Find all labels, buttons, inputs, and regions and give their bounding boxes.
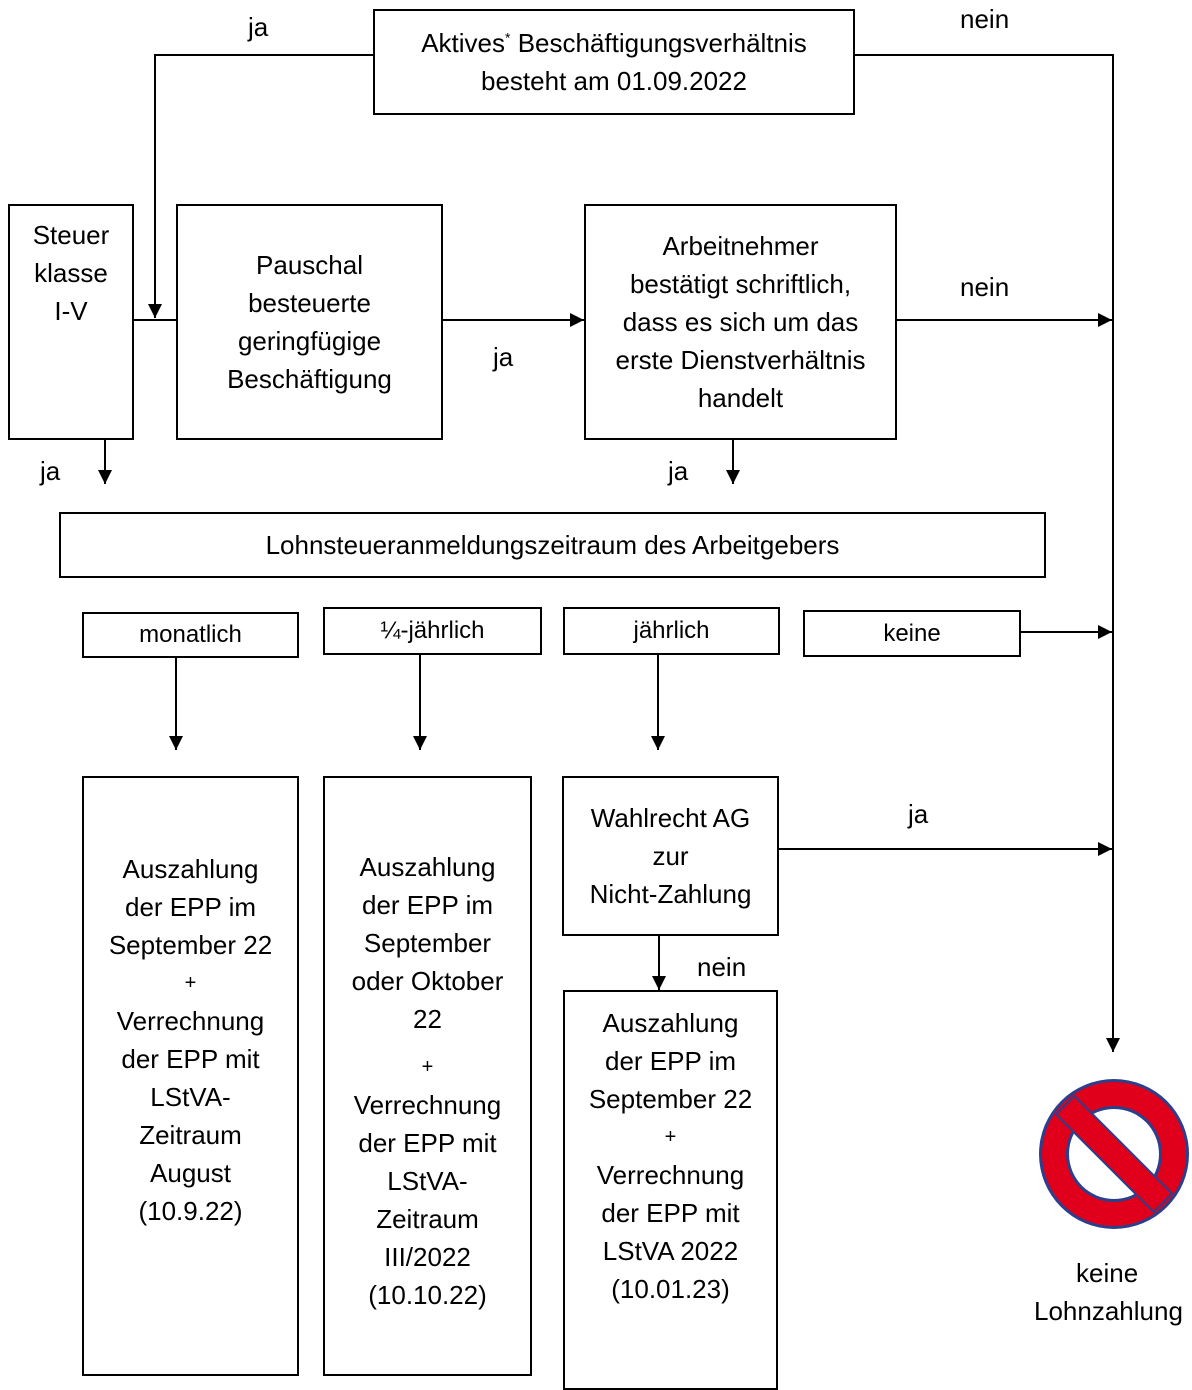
lohnsteuer-label: Lohnsteueranmeldungszeitraum des Arbeitg… — [265, 530, 840, 560]
period-quartal-label: ¼-jährlich — [380, 617, 485, 644]
quartal-result-line: (10.10.22) — [368, 1280, 487, 1310]
prohibition-icon — [1039, 1079, 1189, 1229]
steuerklasse-line: Steuer — [32, 220, 110, 250]
period-jaehrlich-label: jährlich — [633, 617, 710, 644]
steuerklasse-line: klasse — [34, 258, 108, 288]
wahlrecht-line: Nicht-Zahlung — [589, 879, 752, 909]
jaehrlich-result-line: + — [664, 1126, 677, 1148]
edge-label-nein-wahlrecht: nein — [697, 952, 747, 982]
bestaetigung-line: Arbeitnehmer — [662, 231, 819, 261]
edge-label-ja-top: ja — [248, 12, 269, 42]
lohnsteuer-box: Lohnsteueranmeldungszeitraum des Arbeitg… — [59, 512, 1046, 578]
pauschal-line: besteuerte — [248, 288, 371, 318]
quartal-result-line: LStVA- — [387, 1166, 468, 1196]
wahlrecht-box: Wahlrecht AG zur Nicht-Zahlung — [562, 776, 779, 936]
quartal-result-line: Auszahlung — [359, 852, 496, 882]
monatlich-result-line: Verrechnung — [116, 1006, 265, 1036]
wahlrecht-line: zur — [652, 841, 689, 871]
period-quartal-box: ¼-jährlich — [323, 607, 542, 655]
connector-start-ja — [148, 54, 373, 318]
edge-label-ja-left: ja — [40, 456, 61, 486]
start-box-line1: Aktives* Beschäftigungsverhältnis — [421, 28, 807, 58]
pauschal-line: Pauschal — [256, 250, 363, 280]
connector-start-nein — [855, 54, 1120, 1052]
monatlich-result-line: der EPP im — [124, 892, 256, 922]
edge-label-nein-top: nein — [960, 4, 1010, 34]
monatlich-result-line: LStVA- — [150, 1082, 231, 1112]
monatlich-result-line: + — [184, 972, 197, 994]
quartal-result-box: Auszahlung der EPP im September oder Okt… — [323, 776, 532, 1376]
end-label-line2: Lohnzahlung — [1034, 1296, 1183, 1326]
jaehrlich-result-box: Auszahlung der EPP im September 22 + Ver… — [563, 990, 778, 1390]
start-box-line2: besteht am 01.09.2022 — [481, 66, 747, 96]
jaehrlich-result-line: LStVA 2022 — [602, 1236, 739, 1266]
edge-label-nein-middle: nein — [960, 272, 1010, 302]
connector-layer — [98, 54, 1120, 1052]
pauschal-line: Beschäftigung — [227, 364, 392, 394]
edge-label-ja-right: ja — [668, 456, 689, 486]
jaehrlich-result-line: Verrechnung — [596, 1160, 745, 1190]
jaehrlich-result-line: der EPP mit — [601, 1198, 740, 1228]
pauschal-line: geringfügige — [237, 326, 382, 356]
end-label-line1: keine — [1076, 1258, 1139, 1288]
pauschal-box: Pauschal besteuerte geringfügige Beschäf… — [176, 204, 443, 440]
bestaetigung-line: bestätigt schriftlich, — [629, 269, 852, 299]
quartal-result-line: der EPP im — [361, 890, 493, 920]
edge-label-ja-wahlrecht: ja — [908, 799, 929, 829]
bestaetigung-box: Arbeitnehmer bestätigt schriftlich, dass… — [584, 204, 897, 440]
quartal-result-line: + — [421, 1056, 434, 1078]
jaehrlich-result-line: der EPP im — [604, 1046, 736, 1076]
quartal-result-line: Zeitraum — [376, 1204, 479, 1234]
quartal-result-line: der EPP mit — [358, 1128, 497, 1158]
bestaetigung-line: handelt — [697, 383, 784, 413]
quartal-result-line: 22 — [413, 1004, 442, 1034]
jaehrlich-result-line: (10.01.23) — [611, 1274, 730, 1304]
footnote-mark: * — [505, 29, 511, 46]
monatlich-result-line: Auszahlung — [122, 854, 259, 884]
quartal-result-line: Verrechnung — [353, 1090, 502, 1120]
steuerklasse-line: I-V — [54, 296, 88, 326]
monatlich-result-line: (10.9.22) — [138, 1196, 243, 1226]
bestaetigung-line: erste Dienstverhältnis — [615, 345, 866, 375]
monatlich-result-box: Auszahlung der EPP im September 22 + Ver… — [82, 776, 299, 1376]
monatlich-result-line: September 22 — [108, 930, 273, 960]
monatlich-result-line: Zeitraum — [139, 1120, 242, 1150]
monatlich-result-line: August — [150, 1158, 231, 1188]
jaehrlich-result-line: September 22 — [588, 1084, 753, 1114]
steuerklasse-box: Steuer klasse I-V — [8, 204, 134, 440]
quartal-result-line: September — [363, 928, 492, 958]
quartal-result-line: III/2022 — [384, 1242, 471, 1272]
jaehrlich-result-line: Auszahlung — [602, 1008, 739, 1038]
monatlich-result-line: der EPP mit — [121, 1044, 260, 1074]
edge-label-ja-middle: ja — [493, 342, 514, 372]
period-monatlich-box: monatlich — [82, 612, 299, 658]
period-jaehrlich-box: jährlich — [563, 607, 780, 655]
start-box: Aktives* Beschäftigungsverhältnis besteh… — [373, 9, 855, 115]
wahlrecht-line: Wahlrecht AG — [590, 803, 751, 833]
period-monatlich-label: monatlich — [139, 621, 242, 648]
quartal-result-line: oder Oktober — [351, 966, 504, 996]
period-keine-label: keine — [883, 619, 941, 647]
bestaetigung-line: dass es sich um das — [622, 307, 859, 337]
period-keine-box: keine — [803, 610, 1021, 657]
